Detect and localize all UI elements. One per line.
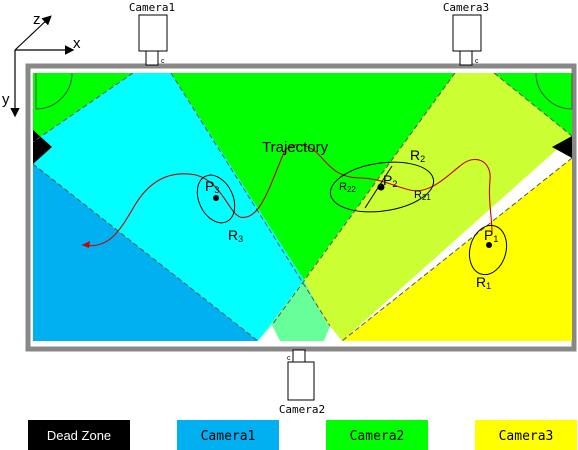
ellipse-r2 [329,161,435,213]
legend-cam2-label: Camera2 [350,429,405,444]
door-arcs [35,72,573,110]
label-r2: R2 [410,147,425,164]
camera-1: c Camera1 [129,1,175,66]
trajectory-label: Trajectory [262,139,329,156]
label-p3: P3 [205,178,219,195]
legend-cam1-label: Camera1 [201,429,256,444]
camera3-label: Camera3 [443,1,489,14]
legend-cam2-swatch [326,420,428,450]
legend-cam3-swatch [475,420,577,450]
camera2-label: Camera2 [279,403,325,416]
legend-cam1-swatch [177,420,279,450]
legend-dead-label: Dead Zone [47,428,111,443]
region-camera2-overlap-3 [304,73,572,341]
svg-text:c: c [475,58,479,65]
fov-lines [32,72,573,342]
region-camera2-center [171,73,455,280]
label-r3: R3 [228,227,243,244]
label-p1: P1 [484,227,498,244]
point-p2 [377,183,385,191]
coordinate-axes: z x y [2,11,81,118]
label-r1: R1 [476,274,491,291]
trajectory-arrowhead [82,241,90,248]
region-camera23-bottom [258,280,342,341]
dead-zone-right [552,136,572,158]
y-axis-label: y [2,91,10,108]
z-axis-label: z [33,11,41,28]
point-p3 [213,195,219,201]
label-p2: P2 [383,172,397,189]
ellipse-r3 [196,174,236,224]
svg-text:c: c [287,355,291,362]
coverage-regions [33,73,572,341]
points [213,183,492,248]
label-r22: R22 [339,181,356,194]
trajectory-path [81,144,493,247]
camera1-label: Camera1 [129,1,175,14]
label-r21: R21 [414,189,431,202]
legend-cam3-label: Camera3 [499,429,554,444]
camera-3: c Camera3 [443,1,489,66]
uncovered-gap-right [324,326,342,341]
x-axis-label: x [73,35,81,52]
legend: Dead Zone Camera1 Camera2 Camera3 [28,420,577,450]
camera-2: c Camera2 [279,349,325,416]
ellipse-r1 [468,224,508,276]
svg-text:c: c [161,58,165,65]
region-camera1-overlap-2 [33,73,304,341]
z-axis-arrow [14,15,52,51]
legend-dead-swatch [28,420,130,450]
point-p1 [486,242,492,248]
uncovered-gap-left [258,325,280,341]
region-camera1-only [33,164,258,341]
